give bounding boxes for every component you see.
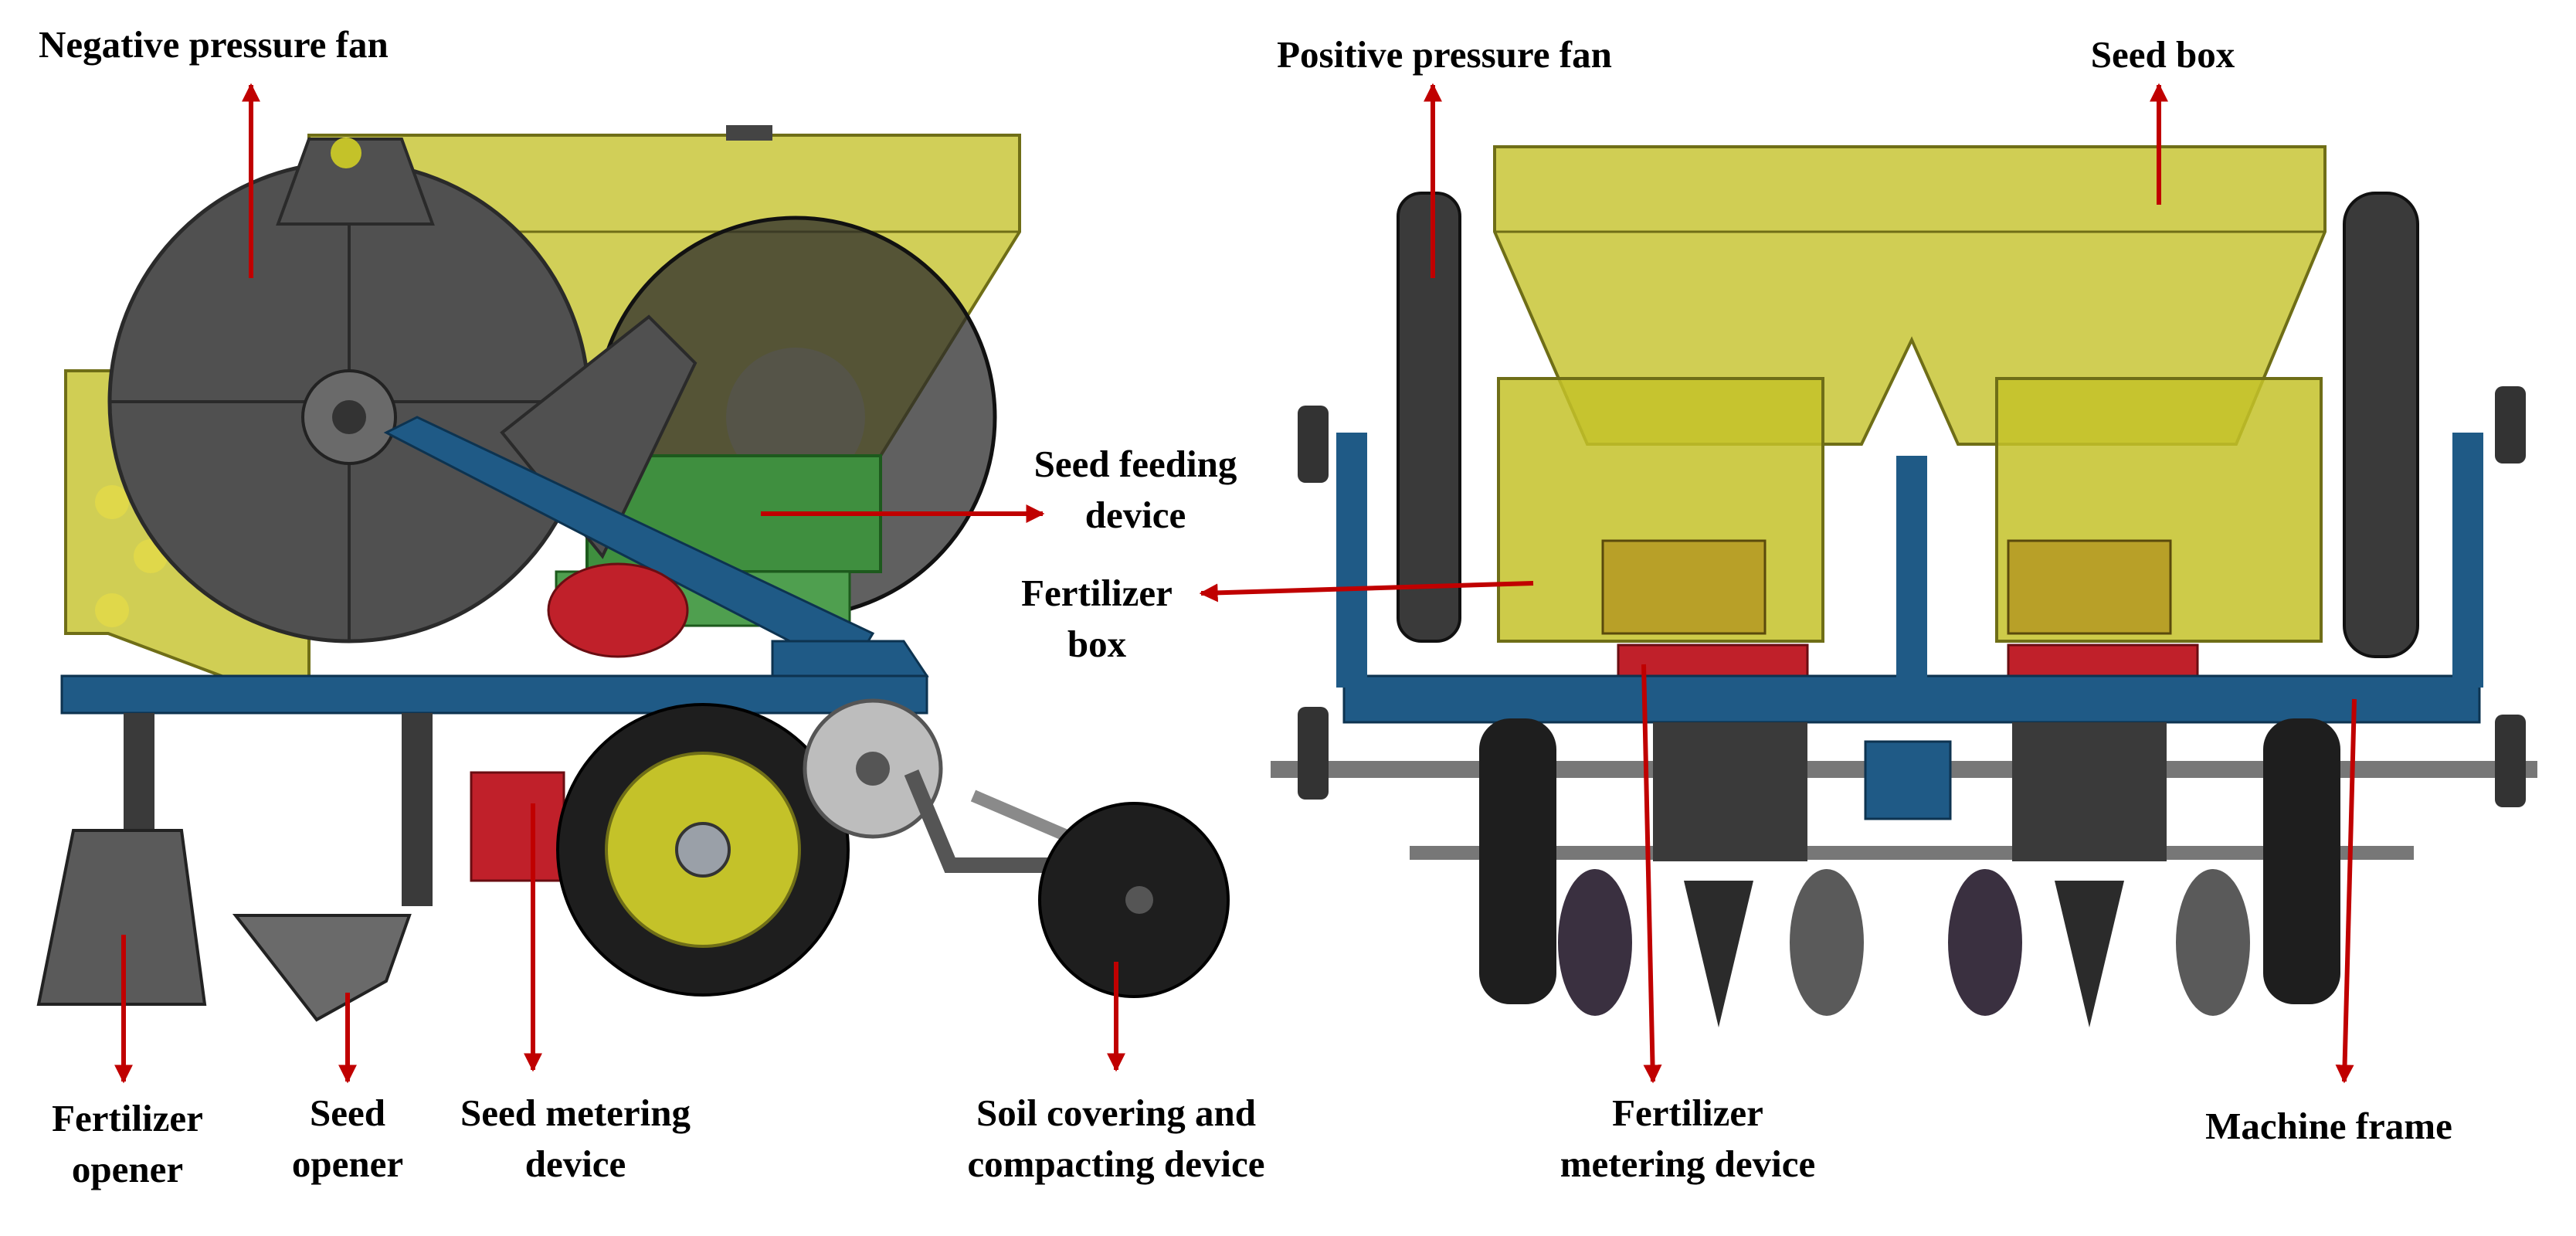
front-seed-box <box>1493 145 2327 446</box>
label-machine-frame: Machine frame <box>2205 1105 2452 1147</box>
label-seed-box: Seed box <box>2090 33 2235 76</box>
arrow-machine-frame <box>2335 698 2357 1084</box>
label-fertilizer-box: Fertilizer box <box>1021 572 1173 665</box>
leader-arrows <box>114 83 2357 1084</box>
front-wheel-right <box>2263 718 2340 1004</box>
label-positive-pressure-fan: Positive pressure fan <box>1277 33 1612 76</box>
side-fertilizer-opener <box>36 829 207 1006</box>
side-seed-metering <box>470 771 565 882</box>
label-fertilizer-metering-device: Fertilizer metering device <box>1560 1092 1816 1185</box>
side-frame-beam <box>60 674 928 715</box>
label-soil-covering-device: Soil covering and compacting device <box>967 1092 1265 1185</box>
label-fertilizer-opener: Fertilizer opener <box>52 1097 203 1190</box>
front-machine-frame <box>1342 674 2481 724</box>
label-seed-metering-device: Seed metering device <box>460 1092 691 1185</box>
arrow-fertilizer-box <box>1199 581 1534 603</box>
front-fertilizer-metering-left <box>1617 643 1809 681</box>
front-view <box>1271 145 2537 1027</box>
arrow-fertilizer-metering <box>1641 664 1662 1084</box>
label-negative-pressure-fan: Negative pressure fan <box>39 23 389 66</box>
side-seed-opener <box>232 914 412 1022</box>
label-seed-feeding-device: Seed feeding device <box>1033 443 1237 536</box>
label-seed-opener: Seed opener <box>291 1092 404 1185</box>
side-view <box>36 125 1230 1022</box>
front-wheel-left <box>1479 718 1556 1004</box>
front-fertilizer-metering-right <box>2007 643 2199 681</box>
